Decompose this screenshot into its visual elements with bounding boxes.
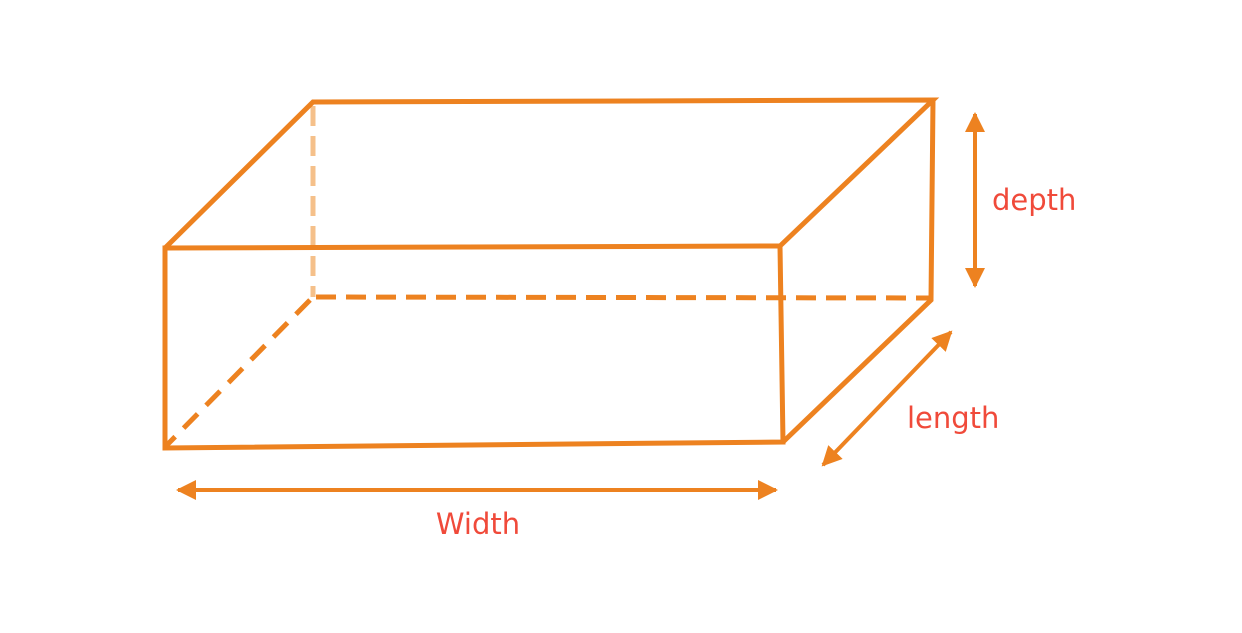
depth-label: depth bbox=[992, 183, 1076, 217]
hidden-back-bottom-edge bbox=[315, 294, 932, 301]
right-face-edges bbox=[781, 99, 936, 444]
length-label: length bbox=[907, 401, 999, 435]
length-arrow bbox=[821, 330, 953, 467]
front-face bbox=[162, 243, 786, 451]
hidden-left-bottom-edge bbox=[163, 298, 312, 449]
top-face-edges bbox=[163, 97, 940, 250]
visible-edges bbox=[162, 97, 940, 451]
width-label: Width bbox=[436, 507, 520, 541]
hidden-edges bbox=[163, 106, 932, 449]
